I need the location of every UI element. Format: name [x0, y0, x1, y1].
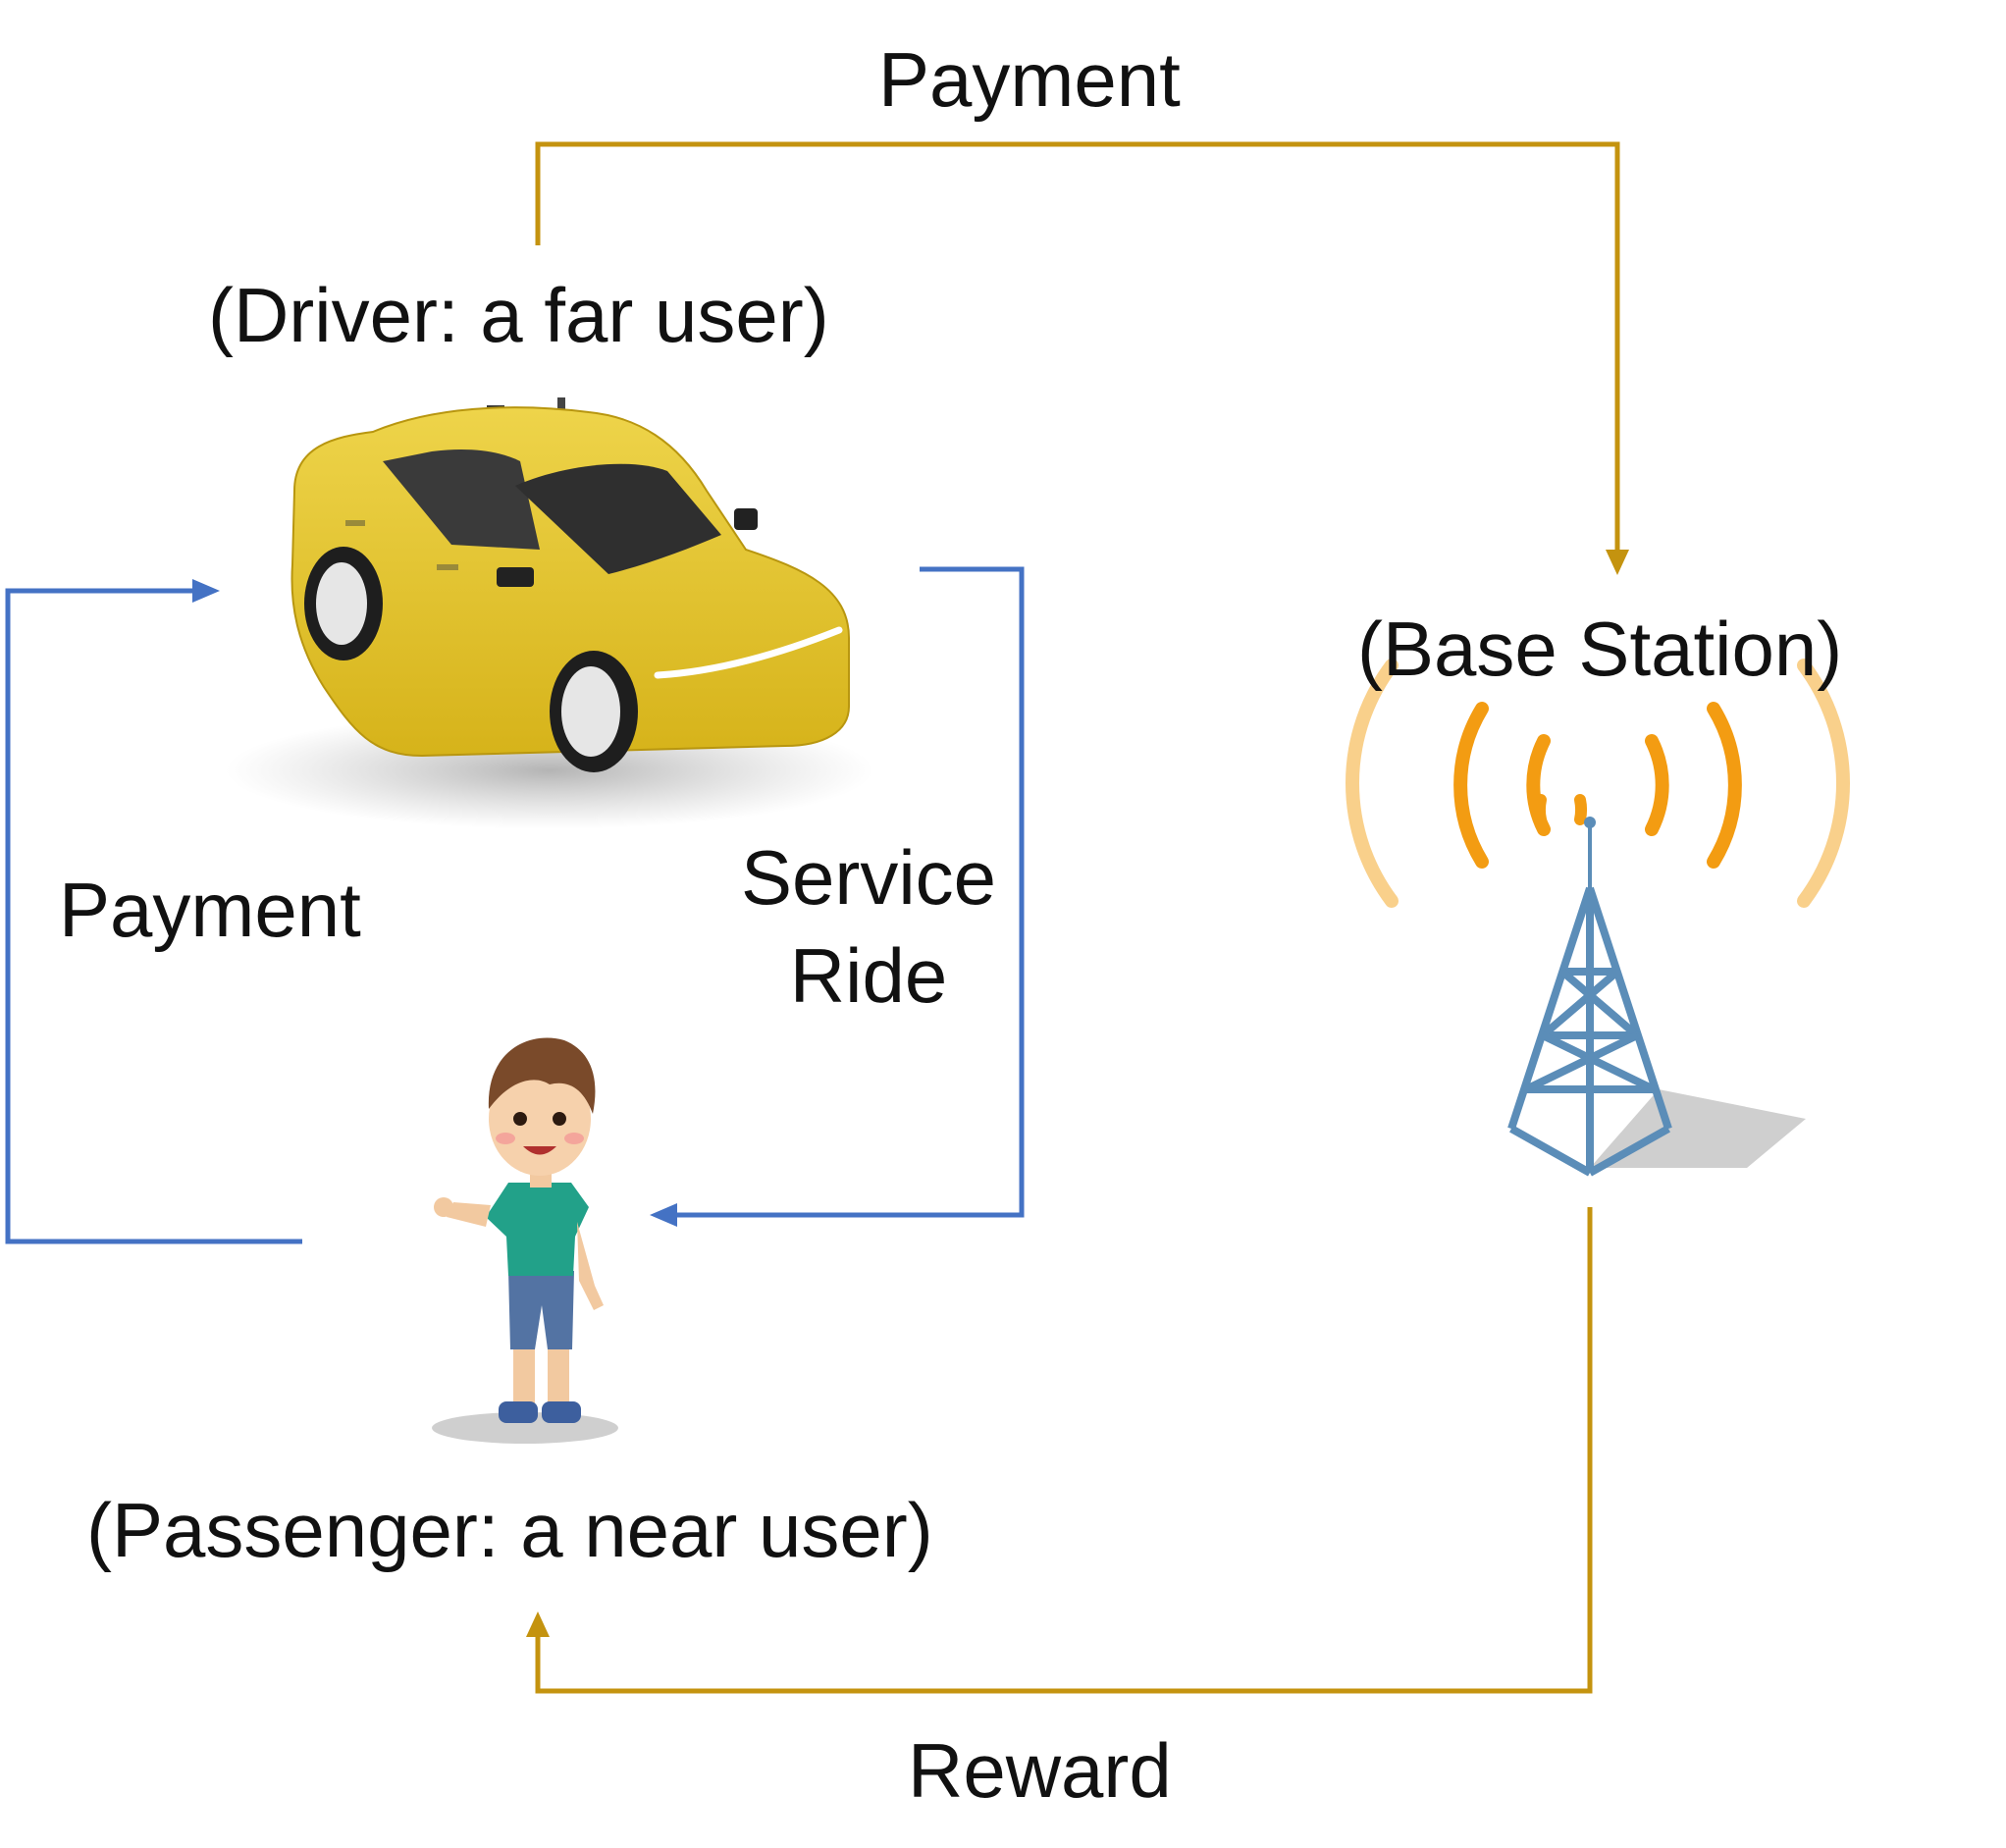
payment-arrow-driver-to-base: [535, 141, 1629, 575]
payment-left-label: Payment: [59, 867, 361, 953]
service-label-line1: Service: [740, 834, 997, 921]
boy-passenger-icon: [432, 1037, 618, 1444]
cell-tower-icon: [1346, 659, 1850, 1177]
payment-top-label: Payment: [878, 36, 1181, 123]
service-label-line2: Ride: [789, 932, 948, 1019]
base-station-label: (Base Station): [1357, 606, 1843, 692]
reward-arrow-base-to-passenger: [526, 1207, 1593, 1694]
taxi-car-icon: [226, 397, 873, 829]
service-arrow-driver-to-passenger: [650, 566, 1025, 1227]
passenger-label: (Passenger: a near user): [86, 1487, 933, 1573]
driver-label: (Driver: a far user): [208, 272, 829, 358]
reward-label: Reward: [908, 1727, 1172, 1814]
payment-arrow-passenger-to-driver: [5, 579, 302, 1244]
